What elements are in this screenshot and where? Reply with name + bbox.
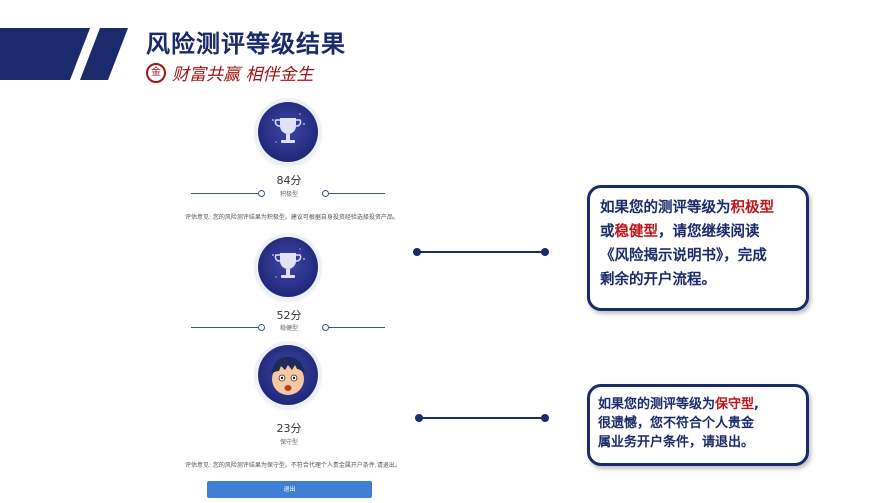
callout-continue: 如果您的测评等级为积极型 或稳健型，请您继续阅读 《风险揭示说明书》，完成 剩余… [587,185,809,311]
highlight-conservative: 保守型 [715,397,755,412]
callout-text: 剩余的开户流程。 [600,272,716,288]
callout-exit: 如果您的测评等级为保守型, 很遗憾，您不符合个人贵金 属业务开户条件，请退出。 [587,384,809,466]
score-value: 52分 [276,309,302,322]
connector-line-bottom [415,414,549,422]
slogan-text: 财富共赢 相伴金生 [172,65,314,85]
callout-text: 很遗憾，您不符合个人贵金 [598,416,755,431]
assessment-opinion: 评估意见: 您的风险测评结果为积极型。建议可根据自身投资经验选择投资产品。 [185,214,399,221]
highlight-aggressive: 积极型 [730,200,775,216]
trophy-badge-aggressive [258,102,318,162]
divider-left [191,193,261,194]
divider-dot [322,190,329,197]
assessment-opinion: 评估意见: 您的风险测评结果为保守型。不符合代理个人贵金属开户条件,请退出。 [185,462,401,469]
risk-level-label: 积极型 [279,191,298,198]
callout-text: 如果您的测评等级为 [600,200,731,216]
trophy-icon [272,113,305,143]
divider-dot [258,190,265,197]
callout-text: 或 [600,224,615,240]
divider-left [191,327,261,328]
score-value: 23分 [276,422,302,435]
divider-dot [322,324,329,331]
callout-text: , [754,397,759,412]
trophy-icon [272,248,305,278]
seal-icon: 金 [146,62,166,83]
worried-face-icon [271,357,305,395]
connector-line-top [413,248,549,256]
divider-dot [258,324,265,331]
slogan: 金 财富共赢 相伴金生 [146,60,313,85]
score-value: 84分 [276,174,302,187]
exit-button[interactable]: 退出 [207,481,372,498]
callout-text: 属业务开户条件，请退出。 [598,435,755,450]
callout-text: ，请您继续阅读 [658,224,760,240]
callout-text: 《风险揭示说明书》，完成 [600,248,767,264]
divider-right [325,327,385,328]
risk-level-label: 稳健型 [279,325,298,332]
divider-right [325,193,385,194]
risk-level-label: 保守型 [279,439,298,446]
trophy-badge-balanced [258,237,318,297]
page-title: 风险测评等级结果 [146,30,346,58]
callout-text: 如果您的测评等级为 [598,397,716,412]
worried-face-badge [258,345,318,405]
header-banner [0,28,128,80]
highlight-balanced: 稳健型 [614,224,659,240]
